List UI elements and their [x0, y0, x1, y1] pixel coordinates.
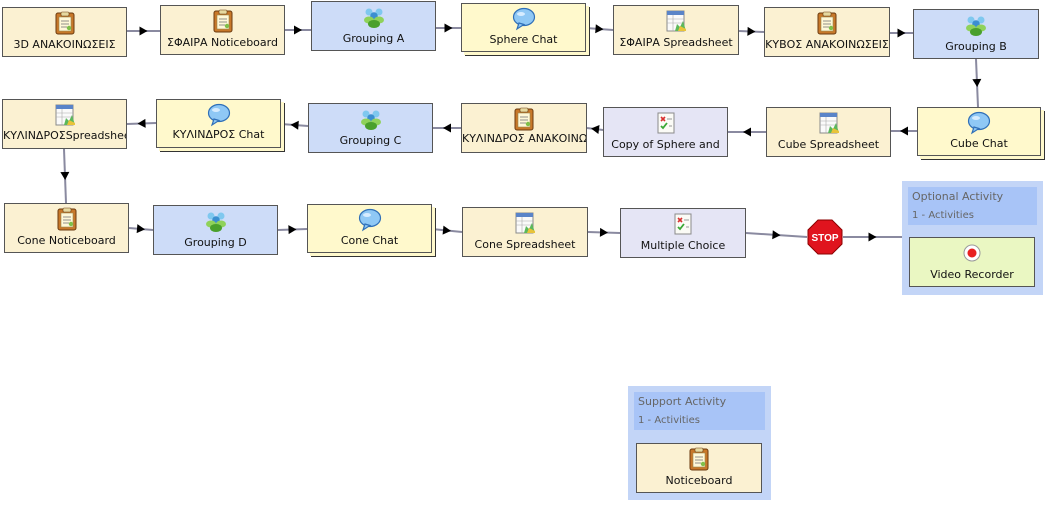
activity-cone-noticeboard[interactable]: Cone Noticeboard — [4, 203, 129, 253]
connector-arrowhead — [972, 78, 982, 87]
activity-label: Noticeboard — [665, 474, 733, 487]
activity-sphere-spreadsheet[interactable]: ΣΦΑΙΡΑ Spreadsheet — [613, 5, 739, 55]
connector-arrowhead — [288, 225, 297, 235]
activity-grouping-a[interactable]: Grouping A — [311, 1, 436, 51]
video-recorder-icon — [960, 241, 984, 265]
activity-label: Grouping A — [342, 32, 405, 45]
grouping-icon — [964, 13, 988, 37]
activity-cone-spreadsheet[interactable]: Cone Spreadsheet — [462, 207, 588, 257]
stop-icon: STOP — [807, 219, 843, 255]
connector-arrowhead — [743, 127, 751, 137]
activity-video-recorder[interactable]: Video Recorder — [909, 237, 1035, 287]
activity-label: Cone Spreadsheet — [474, 238, 576, 251]
activity-copy-of-sphere[interactable]: Copy of Sphere and — [603, 107, 728, 157]
connector-arrowhead — [591, 125, 600, 134]
spreadsheet-icon — [664, 9, 688, 33]
noticeboard-icon — [55, 207, 79, 231]
connector-arrowhead — [868, 232, 877, 242]
connector-arrowhead — [290, 120, 299, 130]
support-activity-count: 1 - Activities — [638, 415, 700, 426]
activity-sphere-noticeboard[interactable]: ΣΦΑΙΡΑ Noticeboard — [160, 5, 285, 55]
noticeboard-icon — [53, 11, 77, 35]
support-activity-header: Support Activity 1 - Activities — [634, 392, 765, 430]
activity-support-noticeboard[interactable]: Noticeboard — [636, 443, 762, 493]
connector-arrowhead — [595, 24, 604, 34]
optional-activity-count: 1 - Activities — [912, 210, 974, 221]
grouping-icon — [204, 209, 228, 233]
connector-arrowhead — [444, 23, 453, 33]
grouping-icon — [359, 107, 383, 131]
activity-label: Cone Chat — [340, 234, 399, 247]
activity-cylinder-announcements[interactable]: ΚΥΛΙΝΔΡΟΣ ΑΝΑΚΟΙΝΩΣ — [461, 103, 587, 153]
connector-arrowhead — [137, 118, 146, 128]
activity-3d-announcements[interactable]: 3D ΑΝΑΚΟΙΝΩΣΕΙΣ — [2, 7, 127, 57]
activity-label: Multiple Choice — [640, 239, 726, 252]
activity-label: Sphere Chat — [489, 33, 558, 46]
activity-label: Grouping C — [339, 134, 402, 147]
activity-sphere-chat[interactable]: Sphere Chat — [461, 3, 586, 52]
connector-arrowhead — [599, 227, 608, 237]
stop-sign[interactable]: STOP — [807, 219, 843, 255]
activity-cube-announcements[interactable]: ΚΥΒΟΣ ΑΝΑΚΟΙΝΩΣΕΙΣ — [764, 7, 890, 57]
activity-grouping-b[interactable]: Grouping B — [913, 9, 1039, 59]
activity-cylinder-spreadsheet[interactable]: ΚΥΛΙΝΔΡΟΣSpreadsheet — [2, 99, 127, 149]
activity-cylinder-chat[interactable]: ΚΥΛΙΝΔΡΟΣ Chat — [156, 99, 281, 148]
activity-label: Copy of Sphere and — [611, 138, 720, 151]
activity-cube-chat[interactable]: Cube Chat — [917, 107, 1041, 156]
spreadsheet-icon — [53, 103, 77, 127]
chat-icon — [967, 111, 991, 135]
optional-activity-container[interactable]: Optional Activity 1 - Activities Video R… — [902, 181, 1043, 295]
optional-activity-title: Optional Activity — [912, 190, 1004, 203]
noticeboard-icon — [512, 107, 536, 131]
activity-grouping-d[interactable]: Grouping D — [153, 205, 278, 255]
noticeboard-icon — [815, 11, 839, 35]
activity-label: 3D ΑΝΑΚΟΙΝΩΣΕΙΣ — [13, 38, 116, 51]
activity-label: ΚΥΛΙΝΔΡΟΣ Chat — [172, 128, 265, 141]
chat-icon — [207, 103, 231, 127]
connector-arrowhead — [900, 126, 908, 136]
spreadsheet-icon — [513, 211, 537, 235]
activity-label: Grouping B — [945, 40, 1007, 53]
multiple-choice-icon — [654, 111, 678, 135]
connector-arrowhead — [442, 225, 451, 235]
optional-activity-header: Optional Activity 1 - Activities — [908, 187, 1037, 225]
connector-arrowhead — [139, 26, 148, 36]
noticeboard-icon — [211, 9, 235, 33]
activity-label: Cone Noticeboard — [17, 234, 116, 247]
activity-label: Cube Chat — [950, 137, 1008, 150]
connector-arrowhead — [60, 171, 70, 180]
activity-label: ΣΦΑΙΡΑ Noticeboard — [167, 36, 278, 49]
activity-grouping-c[interactable]: Grouping C — [308, 103, 433, 153]
activity-label: Grouping D — [184, 236, 247, 249]
activity-label: Cube Spreadsheet — [777, 138, 880, 151]
connector-arrowhead — [443, 123, 451, 133]
activity-multiple-choice[interactable]: Multiple Choice — [620, 208, 746, 258]
connector-arrowhead — [294, 25, 302, 35]
connector-arrowhead — [747, 26, 756, 36]
connector-arrowhead — [136, 224, 145, 234]
stop-label: STOP — [811, 233, 838, 244]
connector-arrowhead — [772, 230, 781, 240]
chat-icon — [358, 208, 382, 232]
activity-label: ΣΦΑΙΡΑ Spreadsheet — [619, 36, 733, 49]
activity-label: ΚΥΛΙΝΔΡΟΣSpreadsheet — [3, 129, 126, 142]
multiple-choice-icon — [671, 212, 695, 236]
activity-label: ΚΥΒΟΣ ΑΝΑΚΟΙΝΩΣΕΙΣ — [765, 38, 889, 51]
chat-icon — [512, 7, 536, 31]
activity-label: ΚΥΛΙΝΔΡΟΣ ΑΝΑΚΟΙΝΩΣ — [462, 132, 586, 145]
activity-cone-chat[interactable]: Cone Chat — [307, 204, 432, 253]
activity-label: Video Recorder — [930, 268, 1014, 281]
activity-cube-spreadsheet[interactable]: Cube Spreadsheet — [766, 107, 891, 157]
noticeboard-icon — [687, 447, 711, 471]
support-activity-container[interactable]: Support Activity 1 - Activities Noticebo… — [628, 386, 771, 500]
connector-arrowhead — [897, 28, 906, 38]
grouping-icon — [362, 5, 386, 29]
spreadsheet-icon — [817, 111, 841, 135]
support-activity-title: Support Activity — [638, 395, 727, 408]
